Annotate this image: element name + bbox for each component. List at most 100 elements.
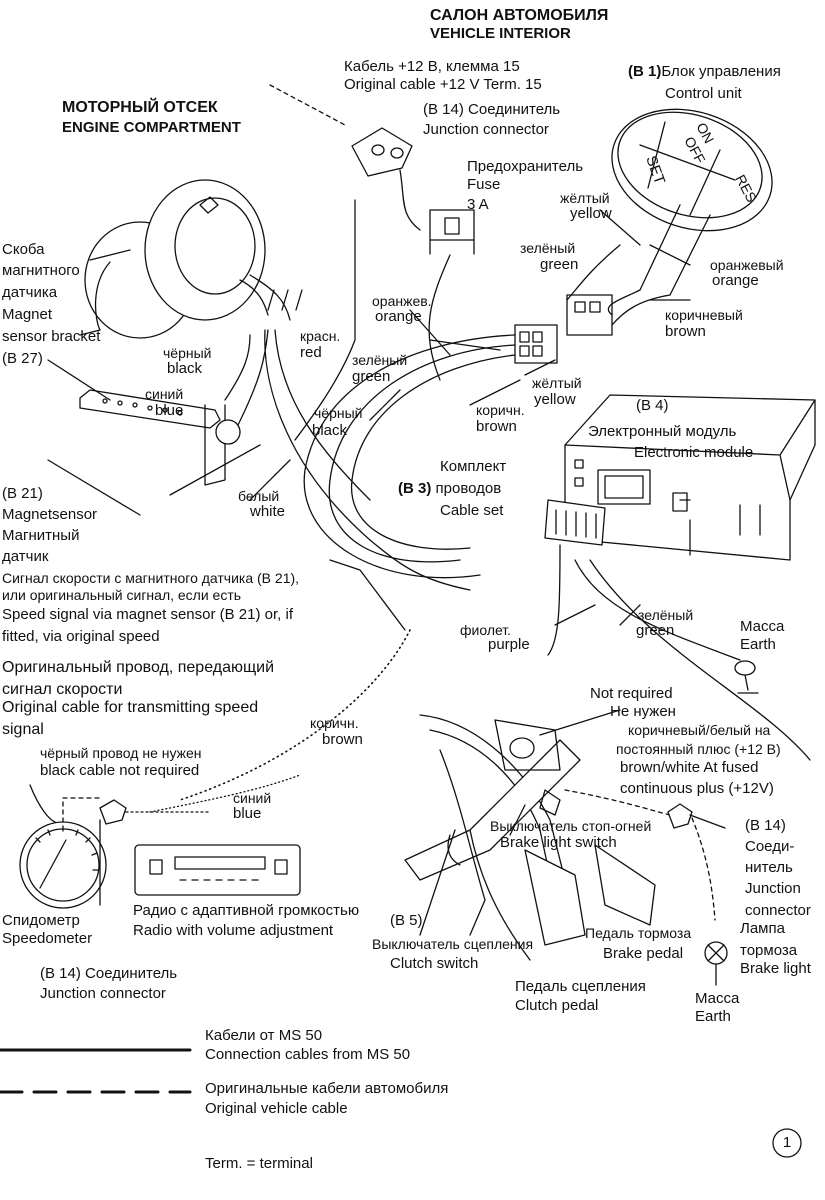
cable-cu-green <box>566 244 621 301</box>
radio-unit <box>134 844 301 896</box>
header-engine-ru: МОТОРНЫЙ ОТСЕК <box>62 99 218 116</box>
label-brown3-ru: коричн. <box>310 715 359 731</box>
legend-solid-en: Connection cables from MS 50 <box>205 1046 411 1063</box>
brake-lamp <box>704 941 728 986</box>
label-earth1-en: Earth <box>740 636 776 653</box>
label-b14-right-en1: Junction <box>745 880 801 897</box>
label-green1-en: green <box>540 256 579 273</box>
label-blue1-ru: синий <box>145 386 184 402</box>
label-speedo-en: Speedometer <box>2 930 93 947</box>
label-fuse-ru: Предохранитель <box>467 158 584 175</box>
label-orange2-ru: оранжев. <box>372 293 432 309</box>
label-green2-en: green <box>352 368 391 385</box>
label-orange1-ru: оранжевый <box>710 257 784 273</box>
label-lamp-en: Brake light <box>740 960 811 977</box>
plugs-top <box>267 289 303 311</box>
junction-connector-bottom <box>99 799 127 825</box>
label-blackreq-ru: чёрный провод не нужен <box>40 745 202 761</box>
label-control-unit-en: Control unit <box>665 85 742 102</box>
label-bracket-ru3: датчика <box>2 284 58 301</box>
label-black1-ru: чёрный <box>163 345 212 361</box>
label-yellow1-en: yellow <box>570 205 612 222</box>
header-cabin-en: VEHICLE INTERIOR <box>430 25 571 42</box>
label-notreq-en: Not required <box>590 685 673 702</box>
label-fuse-en: Fuse <box>467 176 501 193</box>
legend-dashed-en: Original vehicle cable <box>205 1100 348 1117</box>
label-brown1-ru: коричневый <box>665 307 743 323</box>
label-cable15-ru: Кабель +12 В, клемма 15 <box>344 58 520 75</box>
label-b14-bottom: (B 14) Соединитель <box>40 965 178 982</box>
harness-2 <box>350 354 516 550</box>
label-bracket-code: (B 27) <box>2 350 43 367</box>
label-earth2-ru: Масса <box>695 990 740 1007</box>
label-orange2-en: orange <box>375 308 422 325</box>
label-orig-en1: Original cable for transmitting speed <box>2 699 259 716</box>
label-clutchsw-ru: Выключатель сцепления <box>372 936 534 952</box>
label-speedo-ru: Спидометр <box>2 912 80 929</box>
label-b14-right-ru1: Соеди- <box>745 838 795 855</box>
label-bw-en2: continuous plus (+12V) <box>620 780 774 797</box>
electronic-module <box>564 394 816 561</box>
label-fuse-value: 3 A <box>467 196 489 213</box>
label-orig-ru2: сигнал скорости <box>2 681 123 698</box>
cable-brown-white <box>589 559 811 761</box>
label-yellow1-ru: жёлтый <box>560 190 610 206</box>
label-lamp-ru1: Лампа <box>740 920 785 937</box>
brake-switch-dashed <box>564 789 671 816</box>
label-b14-right-en2: connector <box>745 902 811 919</box>
label-b14-top: (B 14) Соединитель <box>423 101 561 118</box>
label-brakepedal-ru: Педаль тормоза <box>585 925 692 941</box>
label-b4-code: (B 4) <box>636 397 669 414</box>
label-speed-ru1: Сигнал скорости с магнитного датчика (B … <box>2 570 300 586</box>
fuse-holder <box>429 209 475 255</box>
label-clutchsw-en: Clutch switch <box>390 955 479 972</box>
label-notreq-ru: Не нужен <box>610 703 676 720</box>
label-speed-en2: fitted, via original speed <box>2 628 160 645</box>
sensor-cable-1 <box>237 329 269 426</box>
label-green3-ru: зелёный <box>638 607 694 623</box>
label-b14-right-code: (B 14) <box>745 817 786 834</box>
label-b14-bottom-en: Junction connector <box>40 985 166 1002</box>
label-b3-en: Cable set <box>440 502 504 519</box>
speedometer-drawing <box>19 821 107 909</box>
label-b5-code: (B 5) <box>390 912 423 929</box>
label-black2-ru: чёрный <box>314 405 363 421</box>
header-cabin-ru: САЛОН АВТОМОБИЛЯ <box>430 7 609 24</box>
label-b21-en: Magnetsensor <box>2 506 98 523</box>
label-orig-en2: signal <box>2 721 44 738</box>
label-lamp-ru2: тормоза <box>740 942 798 959</box>
label-stop-ru: Выключатель стоп-огней <box>490 818 652 834</box>
cable-purple <box>547 544 561 656</box>
label-stop-en: Brake light switch <box>500 834 617 851</box>
sensor-cable-2 <box>224 334 251 401</box>
label-bracket-ru2: магнитного <box>2 262 80 279</box>
harness-fuse <box>428 254 451 381</box>
label-b14-top-en: Junction connector <box>423 121 549 138</box>
label-green1-ru: зелёный <box>520 240 576 256</box>
label-yellow2-ru: жёлтый <box>532 375 582 391</box>
label-b14-right-ru2: нитель <box>745 859 793 876</box>
junction-connector-right <box>667 803 693 829</box>
label-black1-en: black <box>167 360 203 377</box>
label-b3-ru1: Комплект <box>440 458 507 475</box>
label-blackreq-en: black cable not required <box>40 762 200 779</box>
label-clutchpedal-en: Clutch pedal <box>515 997 599 1014</box>
label-white-en: white <box>250 503 286 520</box>
cable-b14-to-fuse <box>399 169 421 231</box>
label-bw-ru2: постоянный плюс (+12 В) <box>616 741 781 757</box>
label-control-unit: (B 1)Блок управления <box>628 63 781 80</box>
label-green2-ru: зелёный <box>352 352 408 368</box>
label-blue2-en: blue <box>233 805 262 822</box>
label-earth1-ru: Масса <box>740 618 785 635</box>
label-b3-ru2: (B 3) проводов <box>398 480 502 497</box>
label-brown3-en: brown <box>322 731 363 748</box>
label-green3-en: green <box>636 622 675 639</box>
label-bracket-en2: sensor bracket <box>2 328 101 345</box>
header-engine-en: ENGINE COMPARTMENT <box>62 119 241 136</box>
label-b4-ru: Электронный модуль <box>588 423 737 440</box>
label-bracket-en1: Magnet <box>2 306 53 323</box>
page-number: 1 <box>782 1134 792 1151</box>
label-black2-en: black <box>312 422 348 439</box>
pedal-assembly <box>404 714 656 961</box>
label-blue2-ru: синий <box>233 790 272 806</box>
